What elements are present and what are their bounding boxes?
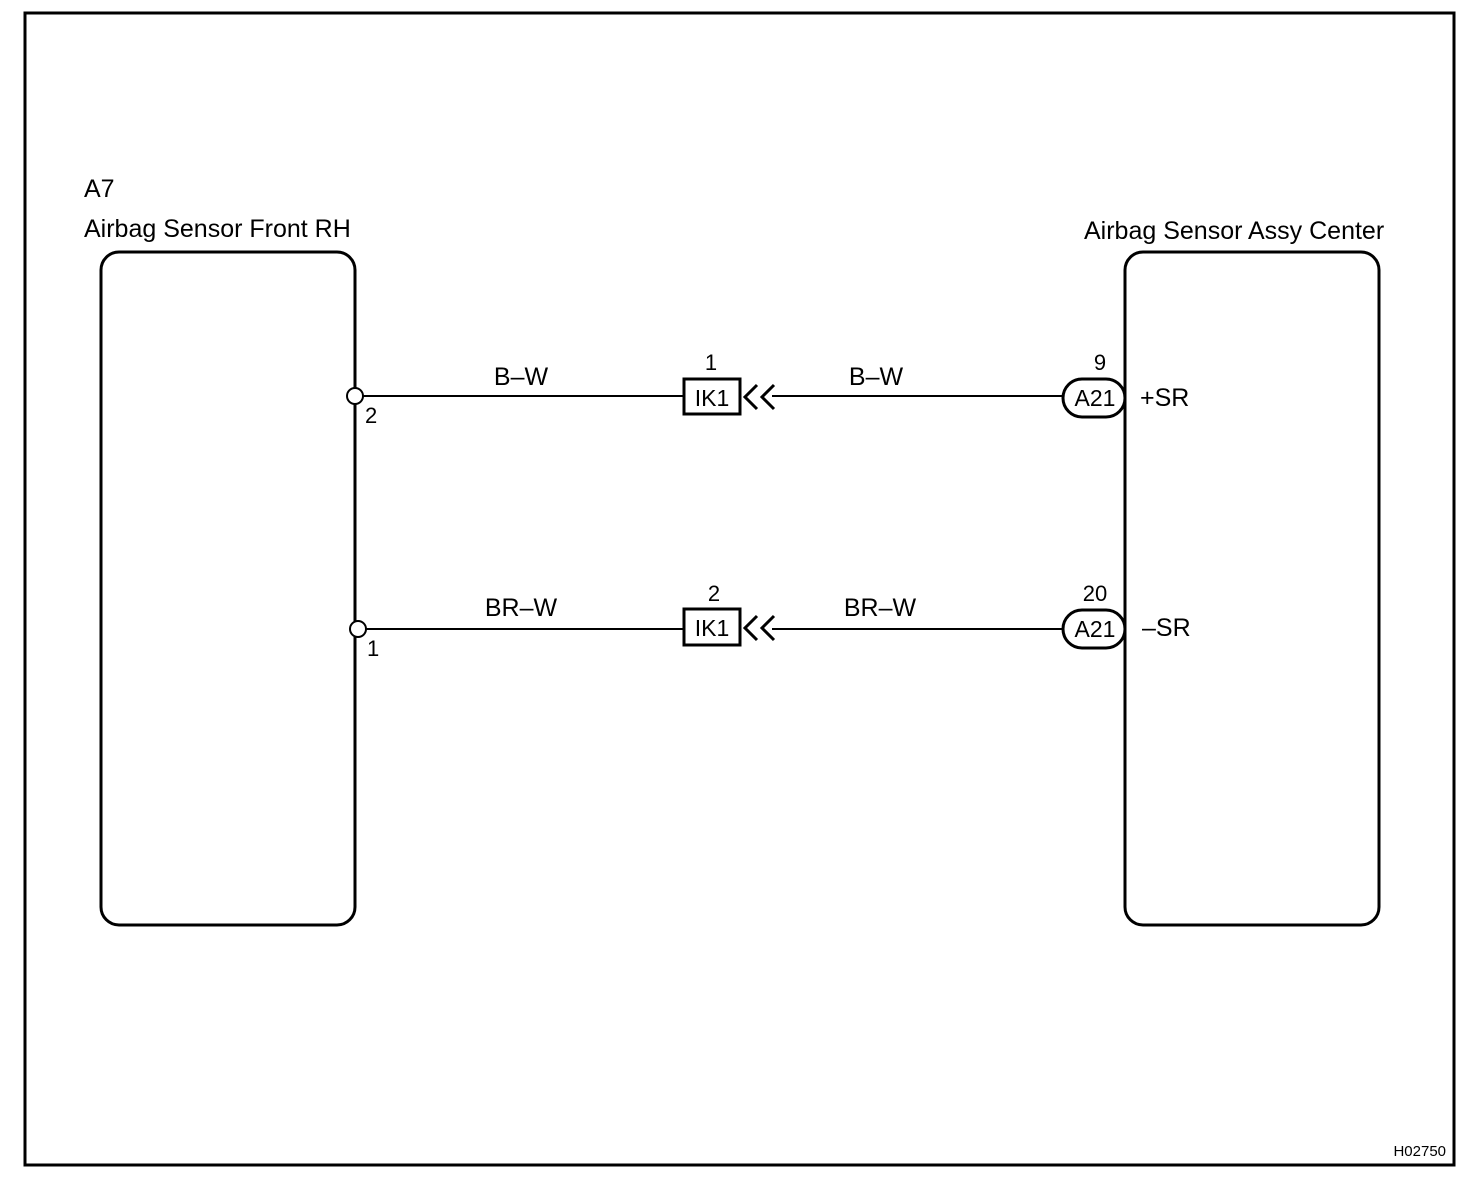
terminal-circle [346,387,364,405]
ecu-signal-label: +SR [1140,384,1189,412]
left-component-box [99,250,357,927]
ecu-connector-label: A21 [1075,616,1116,642]
wire-color-right: B–W [849,363,904,391]
connector-chevron-icon [742,383,759,411]
ecu-connector-oval [1061,608,1127,650]
wire-circuit-1: 2 B–W B–W IK1 1 A21 9 +SR [346,350,1189,428]
right-component: Airbag Sensor Assy Center [1084,217,1384,927]
junction-connector-box [682,377,742,416]
ecu-pin-number: 9 [1094,350,1106,375]
wire-color-right: BR–W [844,594,917,622]
left-component-name: Airbag Sensor Front RH [84,215,351,243]
ecu-connector-oval [1061,377,1127,419]
junction-connector-label: IK1 [695,615,730,641]
ecu-signal-label: –SR [1142,614,1191,642]
wire-color-left: B–W [494,363,549,391]
diagram-frame [23,11,1456,1167]
left-component-code: A7 [84,175,115,203]
left-pin-number: 1 [367,636,379,661]
wire-color-left: BR–W [485,594,558,622]
connector-chevron-icon [759,383,776,411]
diagram-code: H02750 [1393,1143,1446,1160]
left-pin-number: 2 [365,403,377,428]
left-component: A7 Airbag Sensor Front RH [84,175,357,927]
right-component-name: Airbag Sensor Assy Center [1084,217,1384,245]
ecu-connector-label: A21 [1075,385,1116,411]
junction-pin-number: 1 [705,350,717,375]
connector-chevron-icon [742,614,759,642]
junction-pin-number: 2 [708,581,720,606]
junction-connector-box [682,607,742,647]
wire-circuit-2: 1 BR–W BR–W IK1 2 A21 20 –SR [349,581,1191,661]
ecu-pin-number: 20 [1083,581,1107,606]
terminal-circle [349,620,367,638]
junction-connector-label: IK1 [695,385,730,411]
connector-chevron-icon [759,614,776,642]
right-component-box [1123,250,1381,927]
